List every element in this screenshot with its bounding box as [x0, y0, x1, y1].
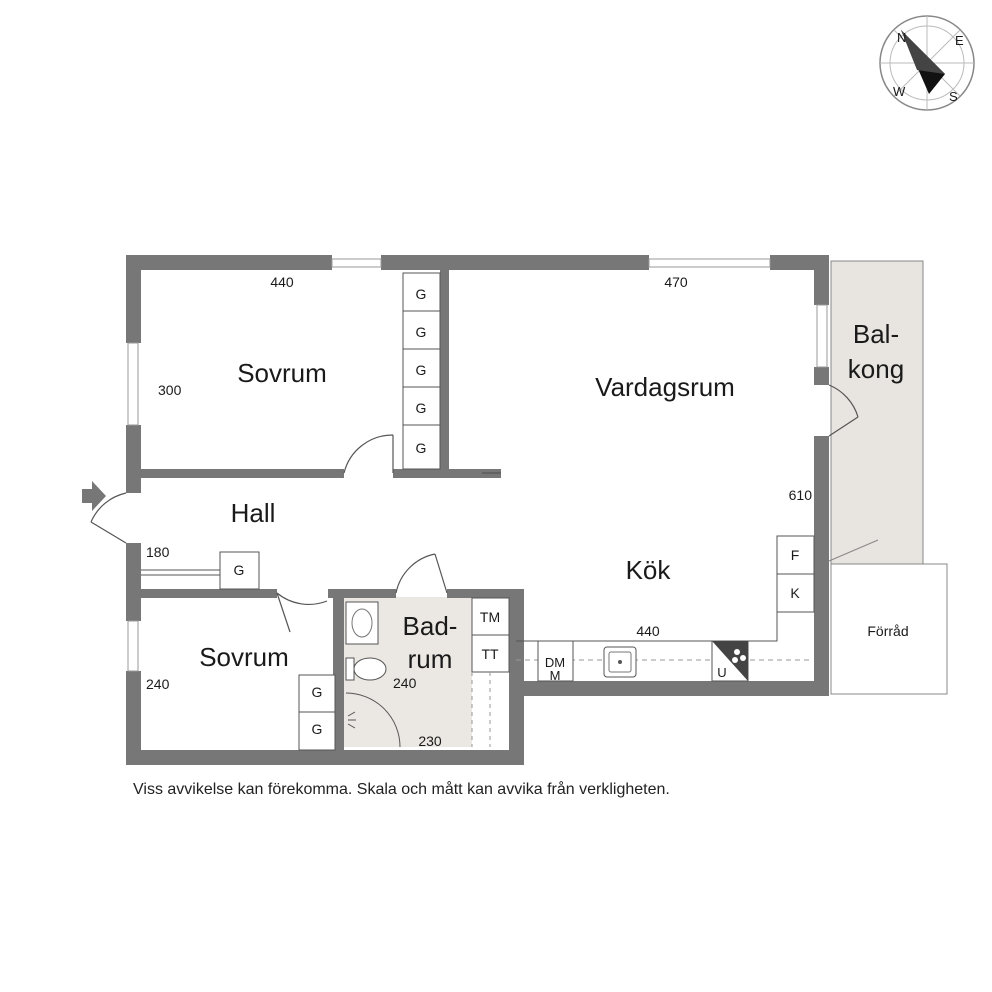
- freezer-label: K: [790, 585, 800, 601]
- balkong-label-2: kong: [848, 354, 904, 384]
- dim-vardagsrum-width: 470: [664, 274, 688, 290]
- forrad-label: Förråd: [867, 623, 908, 639]
- dishwasher-label: DM: [545, 655, 565, 670]
- dim-sovrum-bottom-depth: 240: [146, 676, 170, 692]
- bathroom-fixtures: [345, 601, 401, 748]
- disclaimer-text: Viss avvikelse kan förekomma. Skala och …: [133, 781, 670, 798]
- kok-label: Kök: [626, 555, 672, 585]
- walls: [126, 255, 829, 765]
- compass-e: E: [955, 33, 964, 48]
- wardrobe-label: G: [416, 400, 427, 416]
- dim-sovrum-top-width: 440: [270, 274, 294, 290]
- fridge-freezer: F K: [776, 535, 815, 613]
- hall-label: Hall: [231, 498, 276, 528]
- wardrobe-label: G: [416, 324, 427, 340]
- shower-icon: [345, 692, 401, 748]
- wardrobes-bottom: G G: [298, 674, 336, 751]
- dryer-label: TT: [481, 646, 499, 662]
- wardrobe-label: G: [416, 362, 427, 378]
- wardrobe-label: G: [312, 684, 323, 700]
- oven-label: U: [717, 665, 726, 680]
- wardrobe-label: G: [416, 440, 427, 456]
- fridge-label: F: [791, 547, 800, 563]
- compass-n: N: [897, 30, 906, 45]
- microwave-label: M: [550, 668, 561, 683]
- dim-badrum-width: 230: [418, 733, 442, 749]
- washer-label: TM: [480, 609, 500, 625]
- dim-hall-width: 180: [146, 544, 170, 560]
- dim-sovrum-top-depth: 300: [158, 382, 182, 398]
- wardrobe-label: G: [416, 286, 427, 302]
- windows: [127, 258, 828, 672]
- kitchen-counter: DM M U: [516, 612, 812, 683]
- hall-shelf: [141, 569, 220, 576]
- vardagsrum-label: Vardagsrum: [595, 372, 735, 402]
- wardrobe-label: G: [234, 562, 245, 578]
- storage-room: Förråd: [830, 563, 948, 695]
- wardrobes-top: G G G G G: [402, 272, 441, 470]
- sovrum-bottom-label: Sovrum: [199, 642, 289, 672]
- washbasin-icon: [345, 601, 379, 645]
- toilet-icon: [345, 657, 355, 681]
- balcony: Bal- kong: [828, 260, 924, 565]
- badrum-label-2: rum: [408, 644, 453, 674]
- entrance-arrow-icon: [82, 481, 106, 511]
- compass-rose: N E S W: [879, 15, 975, 111]
- laundry: TM TT: [471, 597, 510, 747]
- balkong-label-1: Bal-: [853, 319, 899, 349]
- wardrobe-label: G: [312, 721, 323, 737]
- doors: [90, 384, 859, 633]
- compass-s: S: [949, 89, 958, 104]
- wardrobe-hall: G: [219, 551, 260, 590]
- compass-w: W: [893, 84, 906, 99]
- dim-vardagsrum-depth: 610: [789, 487, 813, 503]
- badrum-label-1: Bad-: [403, 611, 458, 641]
- dim-badrum-depth: 240: [393, 675, 417, 691]
- dim-kok-width: 440: [636, 623, 660, 639]
- sovrum-top-label: Sovrum: [237, 358, 327, 388]
